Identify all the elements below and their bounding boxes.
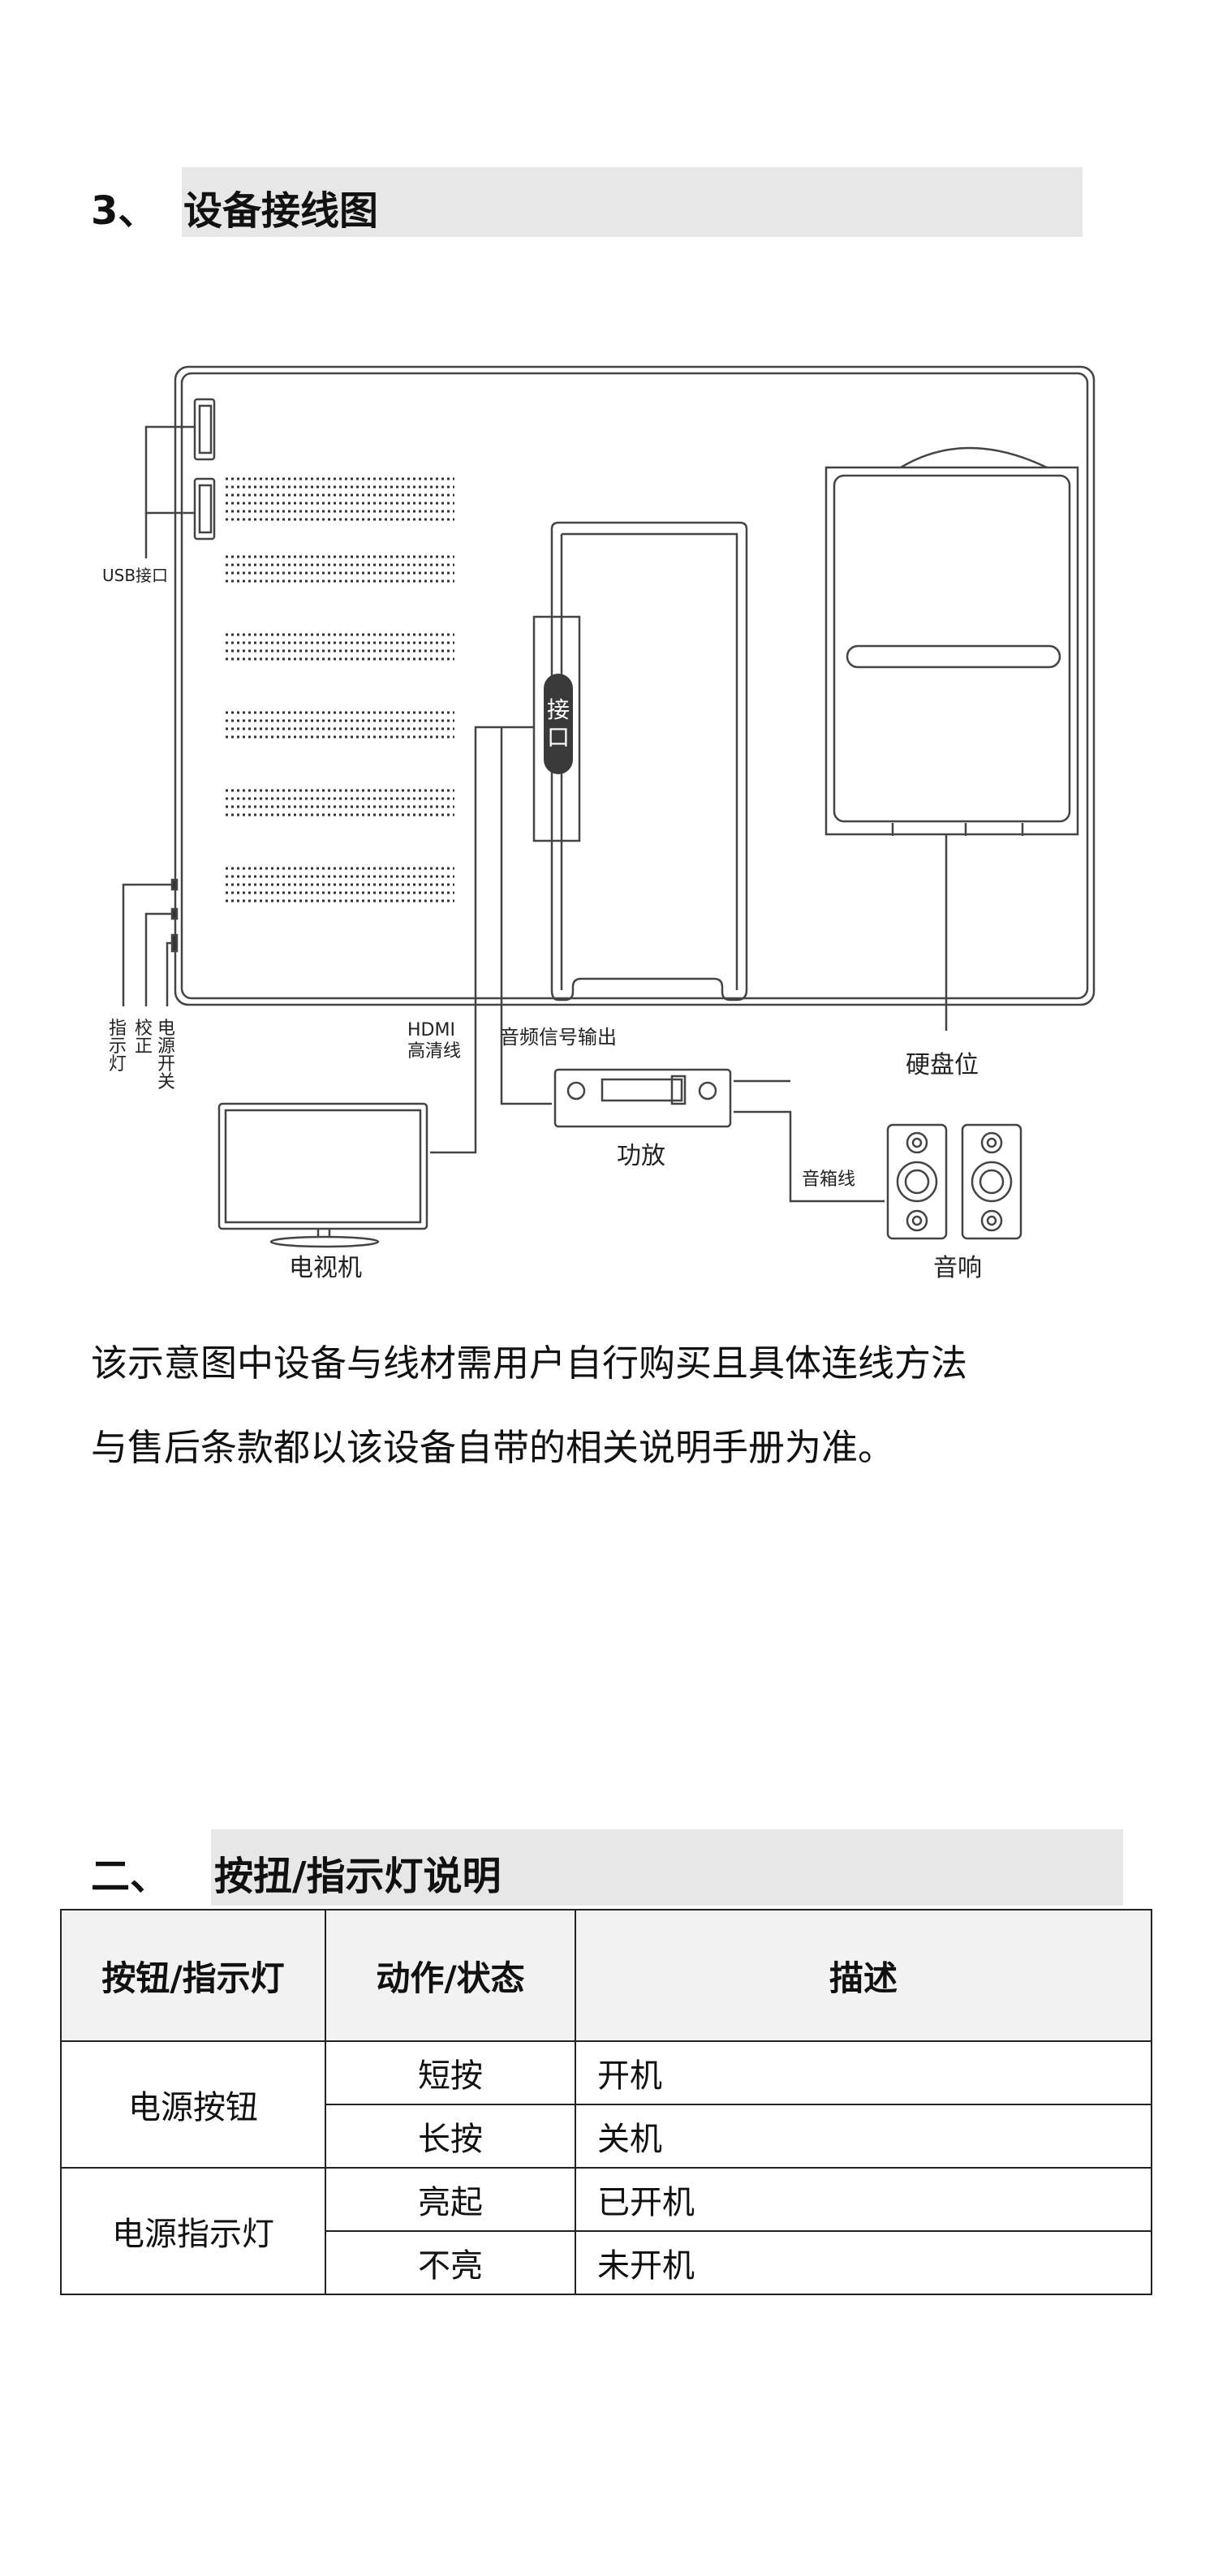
section-3-heading: 3、 设备接线图 [91, 167, 1089, 237]
note-line-2: 与售后条款都以该设备自带的相关说明手册为准。 [91, 1426, 895, 1469]
table-row: 长按 关机 [61, 2104, 1152, 2169]
table-row: 电源指示灯 亮起 已开机 [60, 2167, 1152, 2295]
note-line-1: 该示意图中设备与线材需用户自行购买且具体连线方法 [91, 1342, 968, 1385]
header-description: 描述 [575, 1909, 1152, 2042]
description-cell: 未开机 [575, 2230, 1152, 2295]
button-indicator-table: 按钮/指示灯 动作/状态 描述 电源按钮 短按 开机 长按 关机 电源指示灯 亮… [60, 1909, 1152, 2295]
amplifier [553, 1068, 732, 1128]
group-name: 电源指示灯 [60, 2167, 326, 2295]
svg-text:示: 示 [109, 1036, 127, 1057]
action-cell: 长按 [325, 2104, 576, 2169]
usb-ports [144, 398, 216, 558]
table-row: 电源按钮 短按 开机 [60, 2040, 1152, 2169]
device-body [174, 365, 1096, 1006]
action-cell: 短按 [325, 2040, 576, 2105]
tv [217, 1102, 428, 1248]
svg-text:校: 校 [135, 1019, 153, 1039]
tv-label: 电视机 [289, 1254, 362, 1282]
port-label-top: 接 [547, 696, 570, 723]
side-buttons [122, 878, 179, 1006]
section-title: 设备接线图 [183, 188, 379, 234]
port-label-bottom: 口 [547, 724, 570, 751]
audio-cable [500, 727, 885, 1203]
speaker-label: 音响 [933, 1254, 982, 1282]
svg-text:灯: 灯 [109, 1054, 127, 1075]
hdmi-cable [430, 726, 534, 1154]
port-interface: 接 口 [544, 674, 573, 774]
usb-label: USB接口 [102, 566, 168, 585]
vent-grilles [226, 477, 454, 902]
hdmi-label: HDMI [407, 1020, 455, 1040]
section-title: 按扭/指示灯说明 [214, 1854, 502, 1899]
description-cell: 开机 [575, 2040, 1152, 2105]
diagram-note: 该示意图中设备与线材需用户自行购买且具体连线方法 与售后条款都以该设备自带的相关… [91, 1321, 1138, 1490]
speaker-cable-label: 音箱线 [802, 1170, 855, 1190]
action-cell: 亮起 [325, 2167, 576, 2232]
amplifier-label: 功放 [617, 1142, 665, 1170]
hdd-label: 硬盘位 [906, 1051, 979, 1079]
wiring-diagram: USB接口 接 口 硬盘位 指示灯 校正 [102, 365, 1096, 1282]
group-name: 电源按钮 [60, 2040, 326, 2169]
action-cell: 不亮 [325, 2230, 576, 2295]
section-number: 3、 [91, 188, 157, 234]
heading-highlight [182, 167, 1083, 237]
header-button: 按钮/指示灯 [60, 1909, 326, 2042]
hdmi-label-2: 高清线 [407, 1041, 461, 1062]
table-row: 不亮 未开机 [61, 2230, 1152, 2295]
section-number: 二、 [91, 1854, 170, 1899]
hdd-bay [824, 446, 1079, 1031]
speakers [886, 1123, 1022, 1240]
svg-text:电: 电 [157, 1019, 175, 1039]
description-cell: 已开机 [575, 2167, 1152, 2232]
svg-text:正: 正 [135, 1036, 153, 1057]
svg-text:关: 关 [157, 1072, 175, 1092]
table-header-row: 按钮/指示灯 动作/状态 描述 [60, 1909, 1152, 2042]
heading-highlight [211, 1829, 1123, 1906]
section-2-heading: 二、 按扭/指示灯说明 [91, 1829, 1138, 1906]
description-cell: 关机 [575, 2104, 1152, 2169]
svg-text:指: 指 [109, 1019, 127, 1039]
svg-text:源: 源 [157, 1036, 175, 1057]
audio-out-label: 音频信号输出 [500, 1026, 617, 1049]
svg-text:开: 开 [157, 1054, 175, 1075]
header-action: 动作/状态 [325, 1909, 576, 2042]
